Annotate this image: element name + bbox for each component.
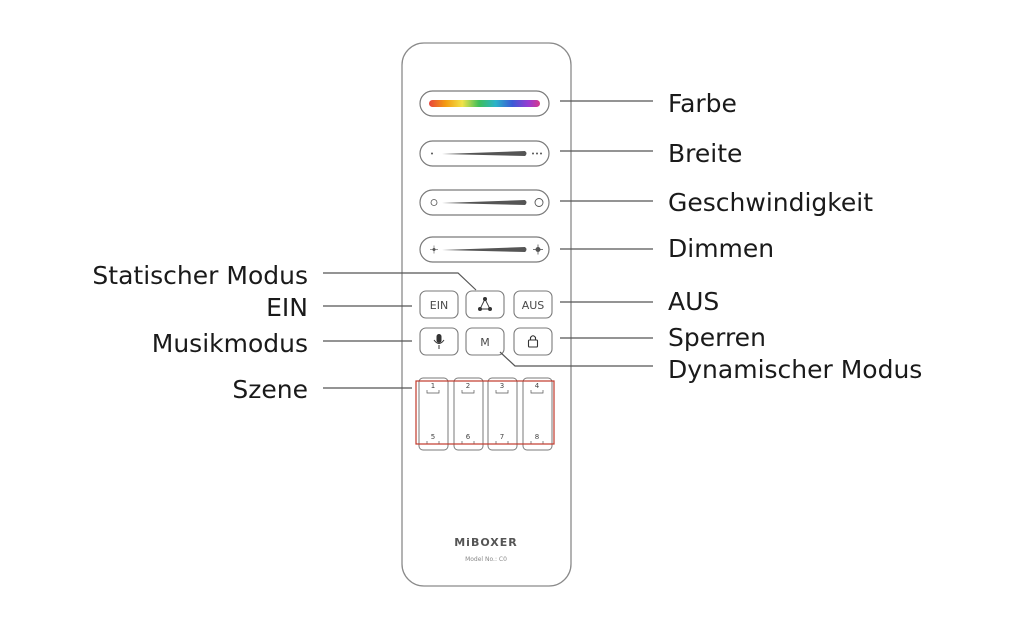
brightness-high-icon (533, 244, 543, 255)
color-slider[interactable] (419, 90, 550, 117)
label-aus: AUS (668, 287, 719, 316)
scene-button-3-7[interactable]: 3 7 (487, 377, 518, 451)
scene-number-5: 5 (431, 433, 435, 441)
label-sperren: Sperren (668, 323, 766, 352)
model-number: Model No.: C0 (465, 556, 507, 563)
label-farbe: Farbe (668, 89, 737, 118)
static-mode-button[interactable] (465, 290, 505, 319)
scene-button-1-5[interactable]: 1 5 (418, 377, 449, 451)
leader-statischer-modus (323, 272, 477, 291)
on-button[interactable]: EIN (419, 290, 459, 319)
scene-number-4: 4 (535, 382, 540, 390)
scene-button-4-8[interactable]: 4 8 (522, 377, 553, 451)
scene-button-2-6[interactable]: 2 6 (453, 377, 484, 451)
scene-number-7: 7 (500, 433, 504, 441)
scene-number-3: 3 (500, 382, 504, 390)
static-mode-icon (478, 297, 492, 311)
speed-slow-icon (430, 199, 438, 206)
off-button-label: AUS (522, 299, 545, 312)
width-wide-icon (532, 152, 542, 155)
label-statischer-modus: Statischer Modus (92, 261, 308, 290)
lock-icon (527, 335, 539, 348)
label-szene: Szene (232, 375, 308, 404)
off-button[interactable]: AUS (513, 290, 553, 319)
label-geschwindigkeit: Geschwindigkeit (668, 188, 873, 217)
label-musikmodus: Musikmodus (152, 329, 308, 358)
brand-logo: MiBOXER (454, 536, 518, 549)
scene-number-2: 2 (466, 382, 470, 390)
scene-number-1: 1 (431, 382, 435, 390)
width-slider[interactable] (419, 140, 550, 167)
label-dimmen: Dimmen (668, 234, 774, 263)
lock-button[interactable] (513, 327, 553, 356)
dynamic-mode-button-label: M (480, 336, 490, 349)
label-ein: EIN (266, 293, 308, 322)
brightness-low-icon (430, 245, 438, 254)
leader-dynamischer-modus (499, 351, 653, 367)
on-button-label: EIN (430, 299, 448, 312)
music-mode-button[interactable] (419, 327, 459, 356)
dynamic-mode-button[interactable]: M (465, 327, 505, 356)
label-dynamischer-modus: Dynamischer Modus (668, 355, 922, 384)
leader-lines (323, 100, 653, 389)
scene-number-6: 6 (466, 433, 471, 441)
scene-highlight-box (415, 380, 555, 445)
microphone-icon (433, 334, 445, 349)
label-breite: Breite (668, 139, 742, 168)
width-narrow-icon (431, 152, 433, 155)
scene-number-8: 8 (535, 433, 539, 441)
speed-fast-icon (534, 198, 544, 207)
dimming-slider[interactable] (419, 236, 550, 263)
scene-buttons: 1 5 2 6 3 7 4 8 (415, 377, 555, 451)
speed-slider[interactable] (419, 189, 550, 216)
